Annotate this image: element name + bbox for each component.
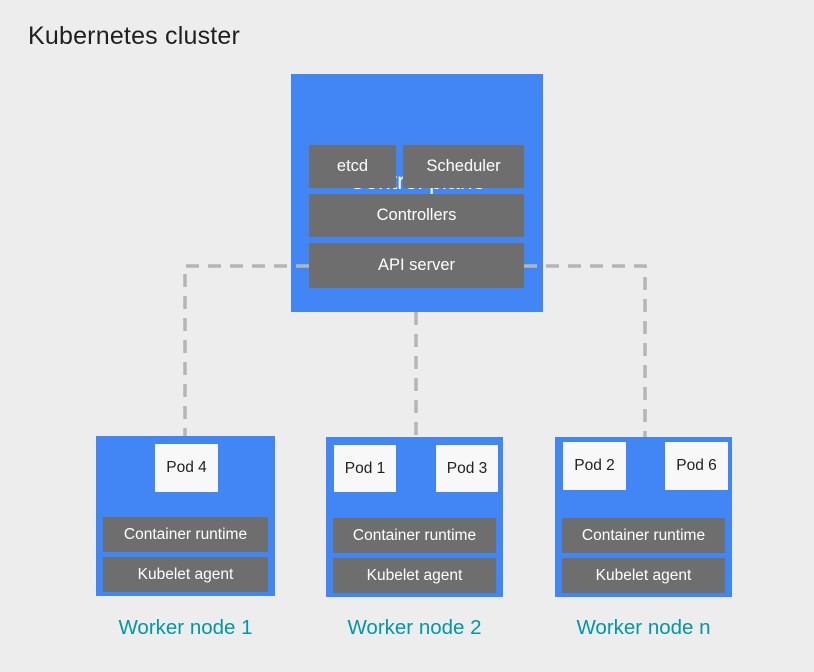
worker-node-1-label: Worker node 1 <box>118 616 253 639</box>
kubelet-agent-box: Kubelet agent <box>103 557 268 592</box>
api-server-box: API server <box>309 243 524 288</box>
container-runtime-box: Container runtime <box>562 518 725 553</box>
control-plane-box: Control plane etcd Scheduler Controllers… <box>291 74 543 312</box>
container-runtime-box: Container runtime <box>333 518 496 553</box>
diagram-title: Kubernetes cluster <box>28 22 241 50</box>
worker-node-2-box: Pod 1 Pod 3 Container runtime Kubelet ag… <box>326 437 503 597</box>
worker-node-1-box: Pod 4 Container runtime Kubelet agent <box>96 436 275 596</box>
pod-box: Pod 6 <box>665 442 728 490</box>
pod-box: Pod 1 <box>334 445 396 492</box>
kubelet-agent-box: Kubelet agent <box>333 558 496 593</box>
etcd-box: etcd <box>309 145 396 188</box>
container-runtime-box: Container runtime <box>103 517 268 552</box>
worker-node-n-label: Worker node n <box>576 616 711 639</box>
controllers-box: Controllers <box>309 194 524 237</box>
pod-box: Pod 4 <box>155 444 218 492</box>
worker-node-n-box: Pod 2 Pod 6 Container runtime Kubelet ag… <box>555 437 732 597</box>
kubelet-agent-box: Kubelet agent <box>562 558 725 593</box>
worker-node-2-label: Worker node 2 <box>347 616 482 639</box>
pod-box: Pod 2 <box>563 442 626 490</box>
pod-box: Pod 3 <box>436 445 498 492</box>
scheduler-box: Scheduler <box>403 145 524 188</box>
